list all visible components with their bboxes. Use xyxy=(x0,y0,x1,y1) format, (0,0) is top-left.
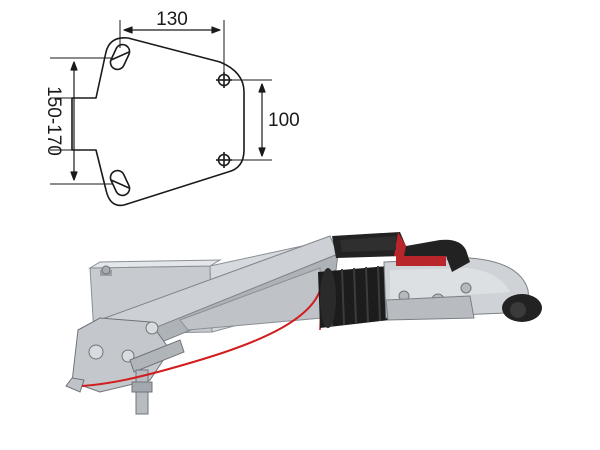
dimension-label-hole-spacing: 100 xyxy=(268,110,300,131)
slot-hole-top xyxy=(109,43,131,71)
dimension-label-width: 130 xyxy=(156,9,188,30)
coupling-handle xyxy=(332,232,470,272)
trailer-coupling-illustration xyxy=(65,232,542,415)
coupling-head xyxy=(383,257,542,322)
plate-outline xyxy=(71,36,245,207)
brake-lever-mechanism xyxy=(65,317,185,415)
dimension-lines xyxy=(70,26,266,181)
breakaway-cable xyxy=(81,281,323,387)
slot-hole-bottom xyxy=(109,169,131,197)
dimension-label-height-range: 150-170 xyxy=(43,86,64,156)
mounting-plate-drawing xyxy=(50,20,272,207)
extension-lines xyxy=(50,20,272,185)
bellows-boot xyxy=(318,265,390,328)
